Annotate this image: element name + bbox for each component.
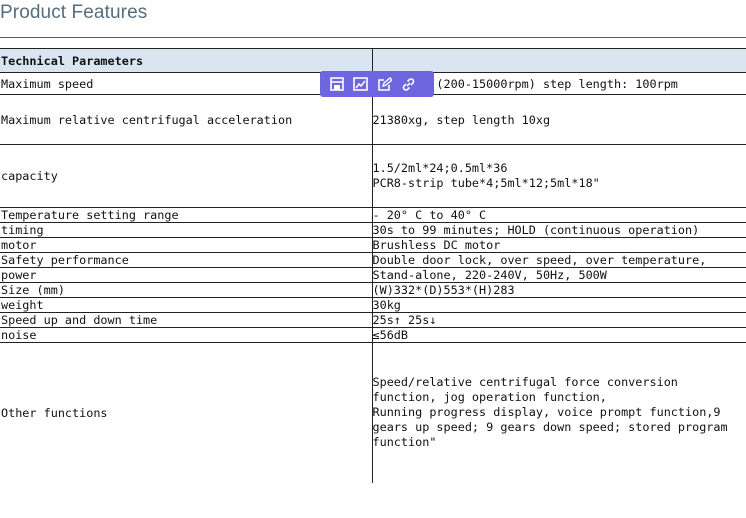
row-label: capacity <box>0 144 372 208</box>
table-row: power Stand-alone, 220-240V, 50Hz, 500W <box>0 267 746 283</box>
row-label: Maximum speed <box>0 72 372 95</box>
row-value: 25s↑ 25s↓ <box>371 312 746 328</box>
image-icon[interactable] <box>352 76 369 93</box>
table-row: motor Brushless DC motor <box>0 237 746 253</box>
row-value: - 20° C to 40° C <box>371 207 746 223</box>
edit-icon[interactable] <box>376 76 393 93</box>
row-label: power <box>0 267 372 283</box>
row-value: Speed/relative centrifugal force convers… <box>371 342 746 483</box>
table-row: timing 30s to 99 minutes; HOLD (continuo… <box>0 222 746 238</box>
row-value: 21380xg, step length 10xg <box>371 94 746 145</box>
table-row: capacity 1.5/2ml*24;0.5ml*36 PCR8-strip … <box>0 144 746 208</box>
table-row: Other functions Speed/relative centrifug… <box>0 342 746 483</box>
row-label: Size (mm) <box>0 282 372 298</box>
table-row: Temperature setting range - 20° C to 40°… <box>0 207 746 223</box>
row-value: ≤56dB <box>371 327 746 343</box>
specs-table: Technical Parameters Maximum speed 15000… <box>0 48 746 483</box>
table-header-empty <box>371 48 746 73</box>
row-label: timing <box>0 222 372 238</box>
row-value: 30s to 99 minutes; HOLD (continuous oper… <box>371 222 746 238</box>
image-toolbar <box>320 71 434 97</box>
row-label: Temperature setting range <box>0 207 372 223</box>
page-title: Product Features <box>0 2 148 23</box>
table-row: noise ≤56dB <box>0 327 746 343</box>
save-icon[interactable] <box>328 76 345 93</box>
title-divider <box>0 37 746 38</box>
link-icon[interactable] <box>400 76 417 93</box>
row-value: Double door lock, over speed, over tempe… <box>371 252 746 268</box>
row-label: noise <box>0 327 372 343</box>
table-row: Maximum relative centrifugal acceleratio… <box>0 94 746 145</box>
table-header-row: Technical Parameters <box>0 48 746 73</box>
table-row: weight 30kg <box>0 297 746 313</box>
row-label: Safety performance <box>0 252 372 268</box>
row-value: (W)332*(D)553*(H)283 <box>371 282 746 298</box>
row-label: Maximum relative centrifugal acceleratio… <box>0 94 372 145</box>
table-row: Maximum speed 15000rpm (200-15000rpm) st… <box>0 72 746 95</box>
row-value: 15000rpm (200-15000rpm) step length: 100… <box>371 72 746 95</box>
row-label: weight <box>0 297 372 313</box>
row-value: 1.5/2ml*24;0.5ml*36 PCR8-strip tube*4;5m… <box>371 144 746 208</box>
table-row: Size (mm) (W)332*(D)553*(H)283 <box>0 282 746 298</box>
row-label: Speed up and down time <box>0 312 372 328</box>
table-row: Speed up and down time 25s↑ 25s↓ <box>0 312 746 328</box>
table-row: Safety performance Double door lock, ove… <box>0 252 746 268</box>
row-value: Brushless DC motor <box>371 237 746 253</box>
table-header-label: Technical Parameters <box>0 48 372 73</box>
row-value: 30kg <box>371 297 746 313</box>
row-label: motor <box>0 237 372 253</box>
row-value: Stand-alone, 220-240V, 50Hz, 500W <box>371 267 746 283</box>
row-label: Other functions <box>0 342 372 483</box>
